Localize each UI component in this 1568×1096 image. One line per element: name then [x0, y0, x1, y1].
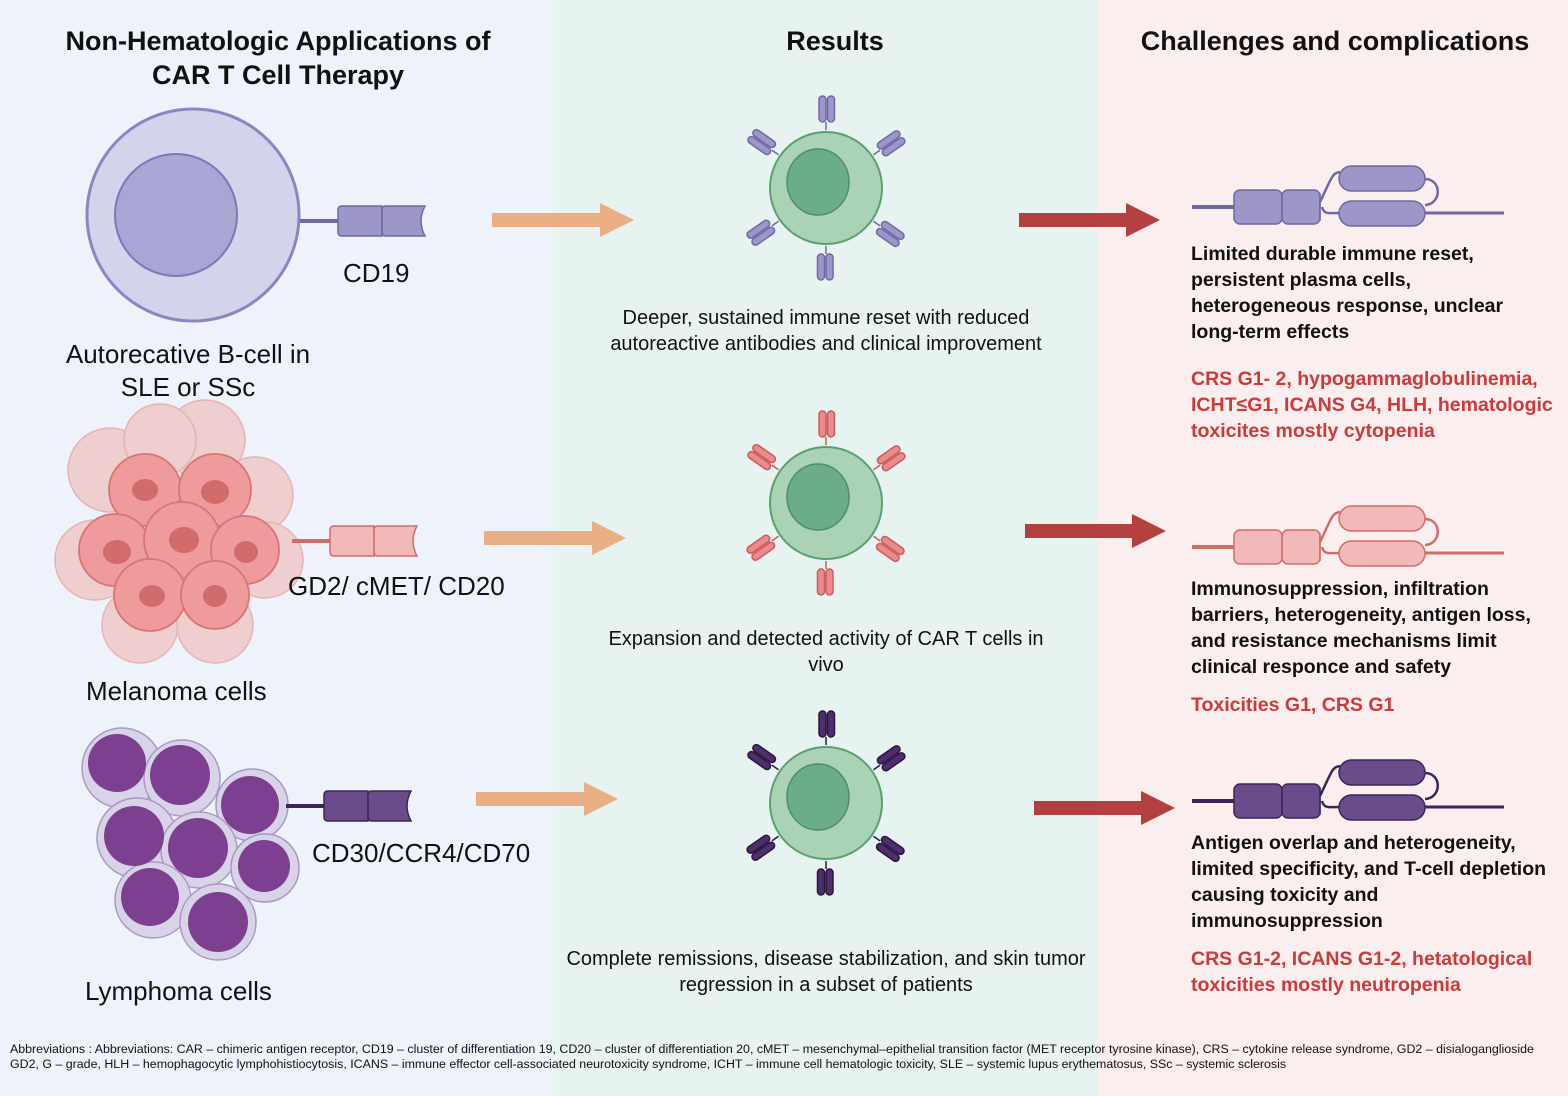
cd30-ccr4-cd70-receptor-icon: [284, 789, 413, 823]
orange-arrows: [476, 203, 634, 816]
arrow-right-icon: [476, 782, 618, 816]
toxicity-text: CRS G1- 2, hypogammaglobulinemia, ICHT≤G…: [1191, 368, 1553, 442]
lymphoma-cluster-icon: [81, 727, 300, 961]
abbreviations-footnote: Abbreviations : Abbreviations: CAR – chi…: [10, 1042, 1534, 1071]
toxicity-text: CRS G1-2, ICANS G1-2, hetatological toxi…: [1191, 948, 1533, 996]
result-text: Deeper, sustained immune reset with redu…: [610, 307, 1042, 355]
cell-label: Lymphoma cells: [85, 976, 272, 1006]
challenges-panel: [1098, 0, 1568, 1096]
red-arrows: [1019, 203, 1175, 825]
arrow-right-icon: [1019, 203, 1160, 237]
car-receptor-icon: [1190, 164, 1506, 228]
results-column-title: Results: [786, 26, 884, 56]
antigen-label: GD2/ cMET/ CD20: [288, 571, 505, 601]
melanoma-cluster-icon: [54, 399, 304, 664]
car-receptor-icon: [1190, 758, 1506, 822]
result-text: Complete remissions, disease stabilizati…: [566, 948, 1086, 996]
car-t-cell-icon: [746, 711, 906, 895]
cell-label: Autorecative B-cell in SLE or SSc: [65, 339, 311, 402]
challenge-text: Antigen overlap and heterogeneity, limit…: [1191, 832, 1547, 932]
challenge-text: Immunosuppression, infiltration barriers…: [1191, 578, 1531, 678]
arrow-right-icon: [484, 521, 626, 555]
challenges-column-title: Challenges and complications: [1140, 26, 1530, 56]
arrow-right-icon: [492, 203, 634, 237]
car-t-cell-icon: [746, 96, 906, 280]
result-text: Expansion and detected activity of CAR T…: [608, 628, 1044, 676]
antigen-label: CD19: [343, 258, 410, 288]
arrow-right-icon: [1025, 514, 1166, 548]
antigen-label: CD30/CCR4/CD70: [312, 838, 531, 868]
gd2-cmet-cd20-receptor-icon: [290, 524, 419, 558]
challenge-text: Limited durable immune reset, persistent…: [1191, 243, 1504, 343]
car-receptor-icon: [1190, 504, 1506, 568]
arrow-right-icon: [1034, 791, 1175, 825]
cd19-receptor-icon: [298, 204, 427, 238]
left-column-title: Non-Hematologic Applications of CAR T Ce…: [65, 26, 491, 90]
toxicity-text: Toxicities G1, CRS G1: [1191, 694, 1395, 716]
cell-label: Melanoma cells: [86, 676, 267, 706]
car-t-cell-icon: [746, 411, 906, 595]
b-cell-icon: [85, 107, 301, 323]
